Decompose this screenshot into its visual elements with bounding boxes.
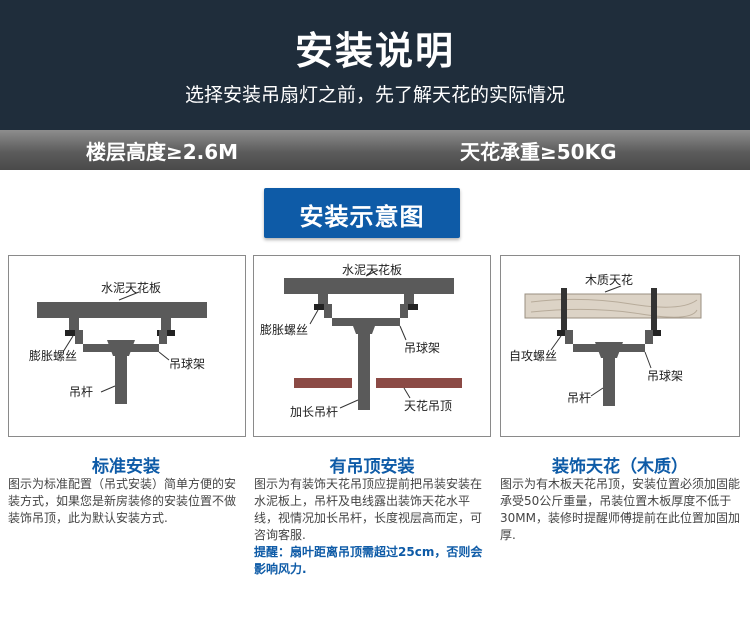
label-drop-ceiling: 天花吊顶 [404,398,452,413]
bolt-left [69,318,79,332]
label-bracket: 吊球架 [169,357,205,371]
column-title-standard: 标准安装 [92,457,160,477]
column-text-wood: 图示为有木板天花吊顶，安装位置必须加固能承受50公斤重量，吊装位置木板厚度不低于… [500,477,741,542]
label-ceiling: 木质天花 [585,272,633,287]
page-title: 安装说明 [294,29,455,73]
diagram-suspended-svg: 水泥天花板 膨胀螺丝 吊球架 加长吊杆 天花吊顶 [260,262,462,419]
spec-bar [0,130,750,170]
ceiling-slab [37,302,207,318]
drop-ceiling-left [294,378,352,388]
section-badge: 安装示意图 [264,188,460,238]
label-bolt: 自攻螺丝 [509,349,557,363]
drop-ceiling-right [376,378,462,388]
label-bolt: 膨胀螺丝 [260,323,308,337]
label-bracket: 吊球架 [647,369,683,383]
bolt-right [161,318,171,332]
spec-ceiling-load: 天花承重≥50KG [460,140,617,164]
bracket [75,330,167,352]
column-title-wood: 装饰天花（木质） [552,457,688,477]
column-body-suspended: 图示为有装饰天花吊顶应提前把吊装安装在水泥板上，吊杆及电线露出装饰天花水平线，视… [254,477,483,542]
rod [603,350,615,406]
extended-rod [358,326,370,410]
diagram-standard: 水泥天花板 膨胀螺丝 吊球架 吊杆 [8,255,246,437]
section-title: 安装示意图 [299,203,425,231]
bracket [565,330,653,352]
header-banner [0,0,750,130]
column-text-suspended: 图示为有装饰天花吊顶应提前把吊装安装在水泥板上，吊杆及电线露出装饰天花水平线，视… [254,476,492,578]
diagram-suspended: 水泥天花板 膨胀螺丝 吊球架 加长吊杆 天花吊顶 [253,255,491,437]
label-rod: 吊杆 [69,385,93,399]
label-rod: 加长吊杆 [290,405,338,419]
label-ceiling: 水泥天花板 [342,262,402,277]
spec-floor-height: 楼层高度≥2.6M [86,140,239,164]
column-title-suspended: 有吊顶安装 [329,457,415,477]
label-ceiling: 水泥天花板 [101,280,161,295]
label-bracket: 吊球架 [404,341,440,355]
diagram-wood-svg: 木质天花 自攻螺丝 吊球架 吊杆 [509,272,702,406]
column-warning: 提醒：扇叶距离吊顶需超过25cm，否则会影响风力. [254,545,483,576]
rod [115,348,127,404]
screw-right [651,288,657,332]
diagram-wood: 木质天花 自攻螺丝 吊球架 吊杆 [500,255,740,437]
bracket [324,304,408,326]
ceiling-slab [284,278,454,294]
column-text-standard: 图示为标准配置（吊式安装）简单方便的安装方式，如果您是新房装修的安装位置不做装饰… [8,477,237,525]
diagram-standard-svg: 水泥天花板 膨胀螺丝 吊球架 吊杆 [29,280,207,404]
label-bolt: 膨胀螺丝 [29,349,77,363]
page-subtitle: 选择安装吊扇灯之前，先了解天花的实际情况 [184,84,565,106]
screw-left [561,288,567,332]
label-rod: 吊杆 [567,391,591,405]
wood-ceiling [524,293,702,319]
bolt-left-head [65,330,83,336]
